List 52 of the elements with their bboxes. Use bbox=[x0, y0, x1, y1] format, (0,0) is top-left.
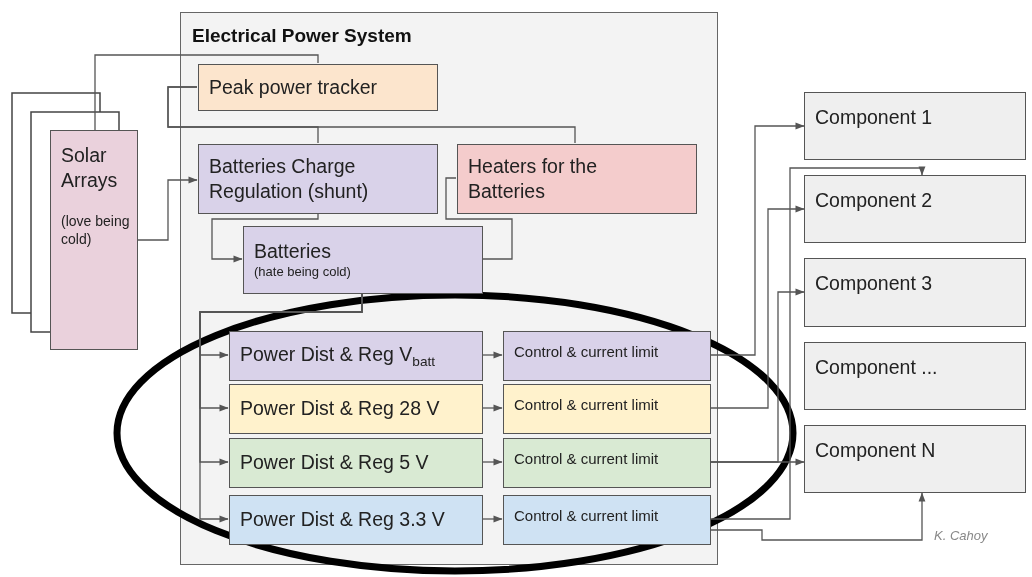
connector-arrow bbox=[481, 458, 503, 466]
author-credit: K. Cahoy bbox=[934, 528, 988, 543]
box-label: Heaters for the Batteries bbox=[468, 153, 598, 204]
connector-arrow bbox=[481, 351, 503, 359]
box-label: Solar Arrays bbox=[61, 143, 119, 194]
process-box bbox=[503, 331, 711, 381]
process-box bbox=[457, 144, 697, 214]
process-box bbox=[229, 495, 483, 545]
process-box bbox=[243, 226, 483, 294]
process-box bbox=[503, 438, 711, 488]
process-box bbox=[229, 331, 483, 381]
box-label: Component 2 bbox=[815, 188, 933, 213]
box-label: Component 3 bbox=[815, 271, 933, 296]
box-label: Control & current limit bbox=[514, 506, 659, 526]
component-box bbox=[804, 258, 1026, 327]
group-title: Electrical Power System bbox=[192, 25, 412, 47]
connector-arrow bbox=[709, 205, 805, 409]
box-label: Batteries Charge Regulation (shunt) bbox=[209, 153, 370, 204]
box-label: Control & current limit bbox=[514, 449, 659, 469]
component-box bbox=[804, 175, 1026, 243]
box-label: Control & current limit bbox=[514, 342, 659, 362]
process-box bbox=[229, 438, 483, 488]
box-label: Batteries bbox=[254, 238, 331, 264]
box-label: Component N bbox=[815, 438, 936, 463]
box-label: Power Dist & Reg 5 V bbox=[240, 450, 429, 476]
system-group-box bbox=[180, 12, 718, 565]
process-box bbox=[198, 64, 438, 111]
box-label: Power Dist & Reg V$_{batt}$ bbox=[240, 341, 436, 371]
component-box bbox=[804, 342, 1026, 410]
connector-arrow bbox=[137, 176, 198, 241]
solar-array-box bbox=[50, 130, 138, 350]
box-label: Control & current limit bbox=[514, 395, 659, 415]
connector-arrow bbox=[481, 515, 503, 523]
box-label: Peak power tracker bbox=[209, 74, 377, 100]
process-box bbox=[503, 495, 711, 545]
connector-arrow bbox=[709, 492, 926, 541]
box-label: Power Dist & Reg 3.3 V bbox=[240, 507, 445, 533]
process-box bbox=[229, 384, 483, 434]
box-label: Component ... bbox=[815, 355, 938, 380]
process-box bbox=[198, 144, 438, 214]
connector-arrow bbox=[211, 212, 319, 263]
box-label: Power Dist & Reg 28 V bbox=[240, 396, 440, 422]
box-note: (hate being cold) bbox=[254, 264, 351, 282]
component-box bbox=[804, 425, 1026, 493]
connector-arrow bbox=[481, 404, 503, 412]
box-note: (love being cold) bbox=[61, 211, 131, 249]
process-box bbox=[503, 384, 711, 434]
connector-arrow bbox=[709, 122, 805, 356]
component-box bbox=[804, 92, 1026, 160]
connector-arrow bbox=[709, 458, 805, 466]
box-label: Component 1 bbox=[815, 105, 933, 130]
connector-arrow bbox=[709, 166, 926, 520]
